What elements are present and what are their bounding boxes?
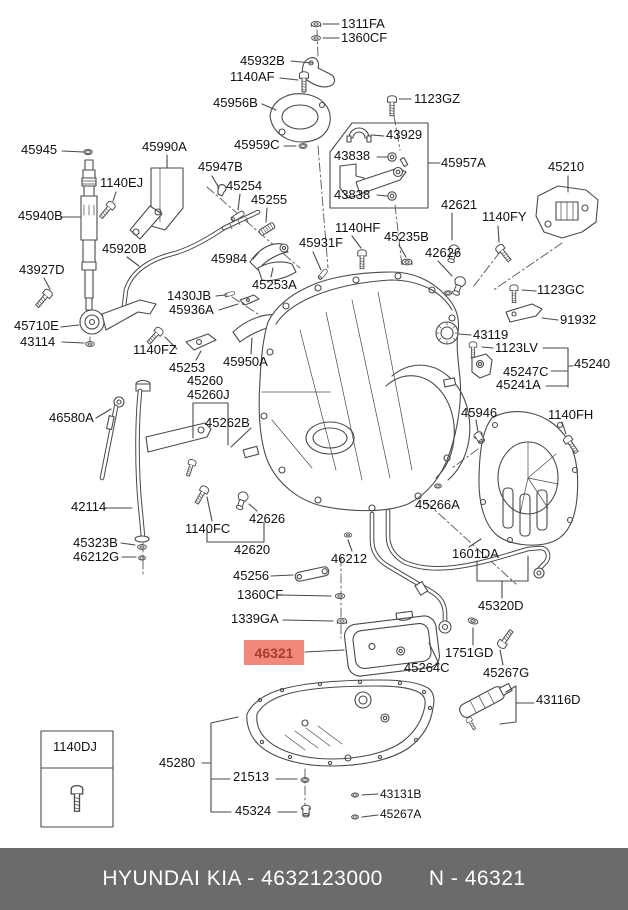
part-label-1751gd-63: 1751GD: [445, 645, 494, 660]
transaxle-case: [183, 249, 543, 512]
bracket-group-box: [329, 122, 429, 209]
part-label-43927d-26: 43927D: [19, 262, 65, 277]
part-label-45320d-60: 45320D: [478, 598, 524, 613]
part-label-42626-25: 42626: [425, 245, 462, 260]
part-label-1360cf-59: 1360CF: [237, 587, 284, 602]
part-label-45262b-46: 45262B: [205, 415, 250, 430]
part-label-1140hf-23: 1140HF: [335, 220, 381, 235]
part-label-42626-51: 42626: [249, 511, 286, 526]
part-label-43131b-69: 43131B: [380, 787, 422, 801]
part-label-43929-7: 43929: [386, 127, 423, 142]
part-label-45947b-14: 45947B: [198, 159, 243, 174]
part-label-1339ga-61: 1339GA: [231, 611, 279, 626]
part-label-45255-17: 45255: [251, 192, 288, 207]
part-label-1360cf-1: 1360CF: [341, 30, 388, 45]
part-label-42114-49: 42114: [71, 499, 107, 514]
shift-cover-assembly: [269, 20, 336, 149]
input-shaft: [80, 148, 98, 311]
part-label-45990a-13: 45990A: [142, 139, 187, 154]
part-label-45240-40: 45240: [574, 356, 611, 371]
part-label-45256-57: 45256: [233, 568, 270, 583]
footer-ref-number: N - 46321: [428, 867, 526, 890]
part-label-45253-38: 45253: [169, 360, 206, 375]
oil-pan-shape: [246, 679, 435, 820]
control-lever-group: [33, 287, 285, 351]
part-label-1140af-3: 1140AF: [230, 69, 275, 84]
part-label-21513-67: 21513: [233, 769, 270, 784]
part-label-1140dj-71: 1140DJ: [53, 739, 97, 754]
part-label-45936a-31: 45936A: [169, 302, 214, 317]
part-label-45260-43: 45260: [187, 373, 224, 388]
part-label-45946-47: 45946: [461, 405, 498, 420]
oil-filter-shape: [343, 610, 441, 677]
part-label-45945-12: 45945: [21, 142, 58, 157]
part-label-45920b-21: 45920B: [102, 241, 147, 256]
part-label-45267g-64: 45267G: [483, 665, 530, 680]
part-label-45932b-2: 45932B: [240, 53, 285, 68]
part-label-43114-35: 43114: [20, 334, 56, 349]
part-label-1311fa-0: 1311FA: [341, 16, 385, 31]
part-label-45931f-22: 45931F: [299, 235, 344, 250]
part-label-42620-53: 42620: [234, 542, 271, 557]
part-label-45247c-41: 45247C: [503, 364, 549, 379]
part-label-45710e-33: 45710E: [14, 318, 59, 333]
part-label-45959c-6: 45959C: [234, 137, 280, 152]
part-label-45956b-4: 45956B: [213, 95, 258, 110]
part-label-45253a-29: 45253A: [252, 277, 297, 292]
converter-housing-cover: [472, 411, 581, 546]
part-label-42621-19: 42621: [441, 197, 478, 212]
part-label-45323b-54: 45323B: [73, 535, 118, 550]
dipstick-and-tube: [99, 379, 212, 561]
part-label-45267a-70: 45267A: [380, 807, 422, 821]
part-label-1140fz-36: 1140FZ: [133, 342, 177, 357]
part-label-91932-32: 91932: [560, 312, 597, 327]
part-label-43119-34: 43119: [473, 327, 509, 342]
part-label-43116d-65: 43116D: [536, 692, 581, 707]
part-label-1601da-56: 1601DA: [452, 546, 499, 561]
part-label-45984-27: 45984: [211, 251, 248, 266]
mount-bracket: [387, 95, 599, 298]
part-label-45324-68: 45324: [235, 803, 272, 818]
legend-box: [40, 730, 114, 828]
part-label-1123lv-37: 1123LV: [495, 340, 538, 355]
part-label-1140ej-15: 1140EJ: [100, 175, 144, 190]
part-label-1140fh-48: 1140FH: [548, 407, 594, 422]
filter-group: [294, 566, 441, 677]
part-label-45210-11: 45210: [548, 159, 585, 174]
part-label-45940b-18: 45940B: [18, 208, 63, 223]
footer-bar: HYUNDAI KIA - 4632123000 N - 46321: [0, 848, 628, 910]
part-label-45264c-62: 45264C: [404, 660, 450, 675]
part-label-45260j-44: 45260J: [187, 387, 230, 402]
part-label-46212g-55: 46212G: [73, 549, 120, 564]
highlighted-part-46321[interactable]: 46321: [244, 640, 304, 665]
part-label-1123gz-5: 1123GZ: [414, 91, 461, 106]
footer-brand-part-number: HYUNDAI KIA - 4632123000: [102, 867, 383, 890]
part-label-45235b-24: 45235B: [384, 229, 429, 244]
leader-lines: [43, 23, 574, 818]
part-label-1140fy-20: 1140FY: [482, 209, 527, 224]
part-label-45266a-52: 45266A: [415, 497, 460, 512]
part-label-46580a-45: 46580A: [49, 410, 94, 425]
part-label-46212-58: 46212: [331, 551, 368, 566]
part-label-1140fc-50: 1140FC: [185, 521, 231, 536]
part-label-43838-8: 43838: [334, 148, 371, 163]
part-label-45957a-10: 45957A: [441, 155, 486, 170]
part-label-45254-16: 45254: [226, 178, 263, 193]
shift-brackets: [97, 167, 297, 309]
part-label-45241a-42: 45241A: [496, 377, 541, 392]
breather-assembly: [459, 682, 513, 732]
part-label-1123gc-28: 1123GC: [537, 282, 585, 297]
part-label-1430jb-30: 1430JB: [167, 288, 212, 303]
part-label-43838-9: 43838: [334, 187, 371, 202]
part-label-45950a-39: 45950A: [223, 354, 268, 369]
part-label-45280-66: 45280: [159, 755, 196, 770]
